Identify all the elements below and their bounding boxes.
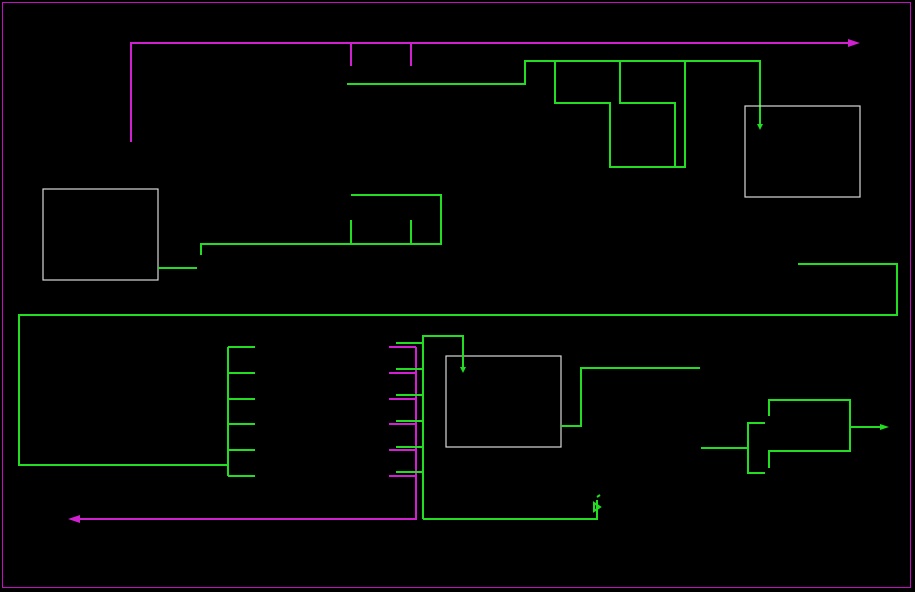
magenta-top-line (130, 39, 860, 142)
green-right-exchanger (701, 399, 889, 474)
green-left-distribution-rake (227, 346, 255, 477)
equipment-box-top-right (744, 105, 861, 198)
magenta-bottom-return-line (68, 346, 417, 523)
green-right-arrowhead (880, 424, 889, 430)
magenta-bottom-arrowhead (68, 515, 80, 523)
magenta-top-arrowhead (848, 39, 860, 47)
green-main-loop (18, 263, 898, 466)
green-center-outlet (561, 367, 700, 427)
valve-symbol (593, 494, 602, 513)
equipment-box-center (445, 355, 562, 448)
green-center-collector (396, 335, 602, 520)
equipment-box-left (42, 188, 159, 281)
green-top-manifold (347, 60, 763, 168)
green-middle-header (158, 194, 442, 269)
